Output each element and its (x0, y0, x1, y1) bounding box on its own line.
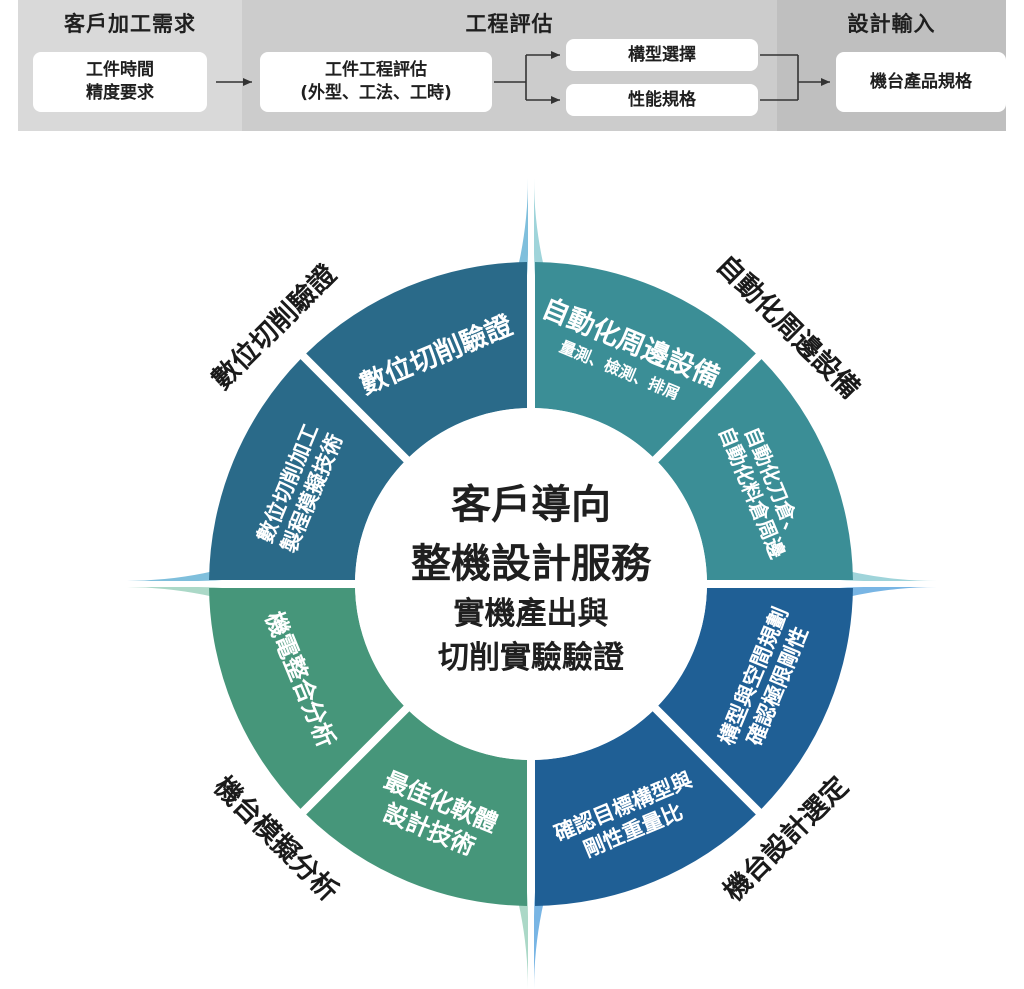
inner-segment-electromechanical-analysis (209, 587, 404, 809)
outer-label-machine-design: 機台設計選定 (717, 770, 854, 907)
process-flow: 客戶加工需求 工程評估 設計輸入 工件時間 精度要求 工件工程評估 (外型、工法… (0, 0, 1024, 140)
box-line: 工件工程評估 (325, 60, 427, 80)
inner-segment-digital-cutting (306, 262, 528, 457)
box-line: 精度要求 (86, 83, 154, 103)
center-line-3: 實機產出與 (454, 596, 609, 632)
center-disc (355, 408, 707, 760)
machine-spec-box: 機台產品規格 (836, 52, 1006, 112)
box-line: 工件時間 (86, 60, 154, 80)
center-line-1: 客戶導向 (451, 482, 611, 528)
configuration-option-box: 構型選擇 (566, 39, 758, 71)
inner-segment-optimization-software (306, 711, 528, 906)
stage-title: 客戶加工需求 (64, 12, 196, 36)
outer-label-automation-peripherals: 自動化周邊設備 (710, 249, 866, 405)
box-line: 性能規格 (628, 89, 696, 110)
inner-segment-target-configuration (534, 711, 756, 906)
outer-label-digital-cutting: 數位切削驗證 (205, 258, 343, 396)
performance-option-box: 性能規格 (566, 84, 758, 116)
inner-segment-automation-peripherals (534, 262, 756, 457)
box-line: (外型、工法、工時) (300, 83, 452, 103)
inner-segment-cutting-simulation (209, 359, 404, 581)
center-line-2: 整機設計服務 (411, 541, 652, 587)
center-line-4: 切削實驗驗證 (438, 640, 625, 676)
box-line: 構型選擇 (628, 44, 696, 65)
box-line: 機台產品規格 (870, 71, 972, 92)
center-title: 客戶導向 整機設計服務 實機產出與 切削實驗驗證 (411, 482, 652, 676)
stage-title: 工程評估 (465, 12, 554, 36)
inner-segment-configuration-planning (658, 587, 853, 809)
inner-segment-automatic-magazines (658, 359, 853, 581)
requirement-box: 工件時間 精度要求 (33, 52, 207, 112)
outer-label-machine-simulation: 機台模擬分析 (207, 770, 344, 907)
stage-title: 設計輸入 (847, 12, 936, 36)
assessment-box: 工件工程評估 (外型、工法、工時) (260, 52, 492, 112)
flow-arrows (216, 51, 830, 104)
